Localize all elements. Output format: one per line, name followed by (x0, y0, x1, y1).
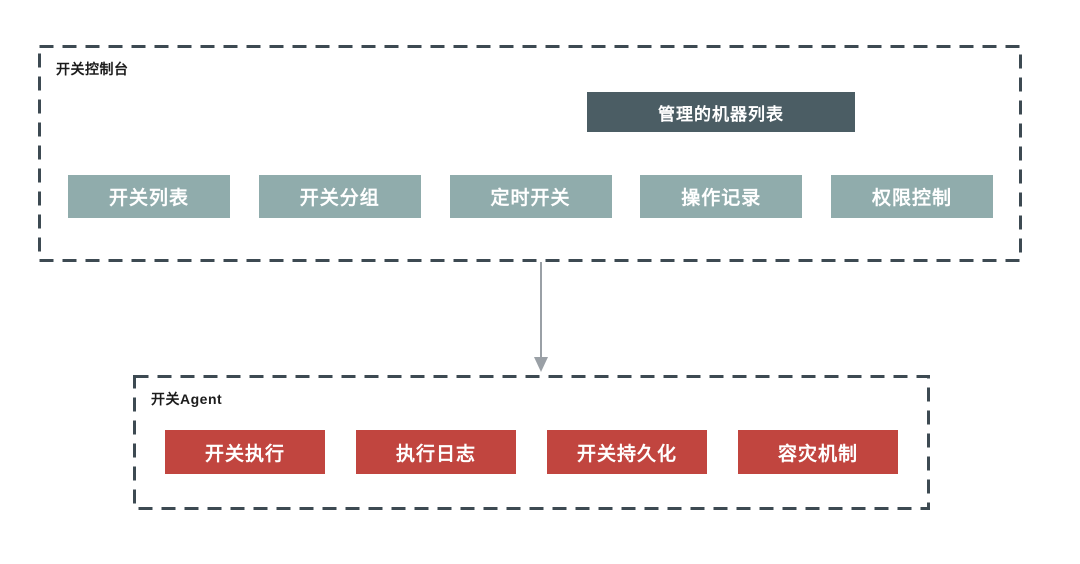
flow-down-arrow-icon (534, 262, 548, 372)
agent-panel-title: 开关Agent (151, 391, 223, 407)
module-box-switch-persistence: 开关持久化 (547, 430, 707, 474)
console-panel-dashed-border (38, 45, 1022, 262)
console-modules-row: 开关列表 开关分组 定时开关 操作记录 权限控制 (68, 175, 993, 218)
agent-modules-row: 开关执行 执行日志 开关持久化 容灾机制 (165, 430, 898, 474)
module-box-switch-list: 开关列表 (68, 175, 230, 218)
managed-machine-list-box: 管理的机器列表 (587, 92, 855, 132)
module-box-permission-control: 权限控制 (831, 175, 993, 218)
console-panel-title: 开关控制台 (56, 61, 129, 77)
module-box-switch-execution: 开关执行 (165, 430, 325, 474)
module-box-switch-group: 开关分组 (258, 175, 421, 218)
module-box-operation-log: 操作记录 (640, 175, 803, 218)
module-box-scheduled-switch: 定时开关 (449, 175, 612, 218)
module-box-disaster-recovery: 容灾机制 (738, 430, 898, 474)
agent-panel: 开关Agent 开关执行 执行日志 开关持久化 容灾机制 (133, 375, 930, 510)
console-panel: 开关控制台 管理的机器列表 开关列表 开关分组 定时开关 操作记录 权限控制 (38, 45, 1022, 262)
module-box-execution-log: 执行日志 (356, 430, 516, 474)
